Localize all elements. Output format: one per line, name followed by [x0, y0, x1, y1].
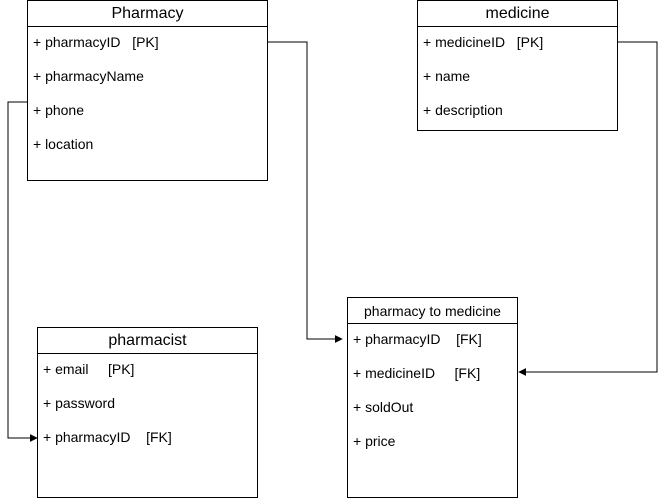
attribute-price: + price: [353, 433, 396, 449]
attribute-sold-out: + soldOut: [353, 399, 414, 415]
attribute-location: + location: [33, 136, 94, 152]
connector-medicine-to-pharmacy-to-medicine: [518, 41, 658, 376]
attribute-pharmacy-id: + pharmacyID [PK]: [33, 34, 159, 50]
connector-pharmacy-to-pharmacist: [7, 101, 38, 442]
attribute-name: + name: [423, 68, 471, 84]
entity-title: pharmacy to medicine: [348, 298, 517, 324]
attribute-medicine-id: + medicineID [PK]: [423, 34, 544, 50]
attribute-description: + description: [423, 102, 503, 118]
attribute-password: + password: [43, 395, 115, 411]
entity-title: medicine: [418, 1, 617, 27]
entity-medicine[interactable]: medicine + medicineID [PK] + name + desc…: [417, 0, 618, 131]
entity-title: Pharmacy: [28, 1, 267, 27]
attribute-pharmacy-name: + pharmacyName: [33, 68, 144, 84]
entity-pharmacy[interactable]: Pharmacy + pharmacyID [PK] + pharmacyNam…: [27, 0, 268, 181]
entity-pharmacist[interactable]: pharmacist + email [PK] + password + pha…: [37, 327, 258, 498]
connector-pharmacy-to-pharmacy-to-medicine: [268, 41, 343, 343]
attribute-medicine-id: + medicineID [FK]: [353, 365, 481, 381]
attribute-email: + email [PK]: [43, 361, 135, 377]
attribute-phone: + phone: [33, 102, 84, 118]
attribute-pharmacy-id: + pharmacyID [FK]: [353, 331, 482, 347]
entity-pharmacy-to-medicine[interactable]: pharmacy to medicine + pharmacyID [FK] +…: [347, 297, 518, 498]
entity-title: pharmacist: [38, 328, 257, 354]
attribute-pharmacy-id: + pharmacyID [FK]: [43, 429, 172, 445]
